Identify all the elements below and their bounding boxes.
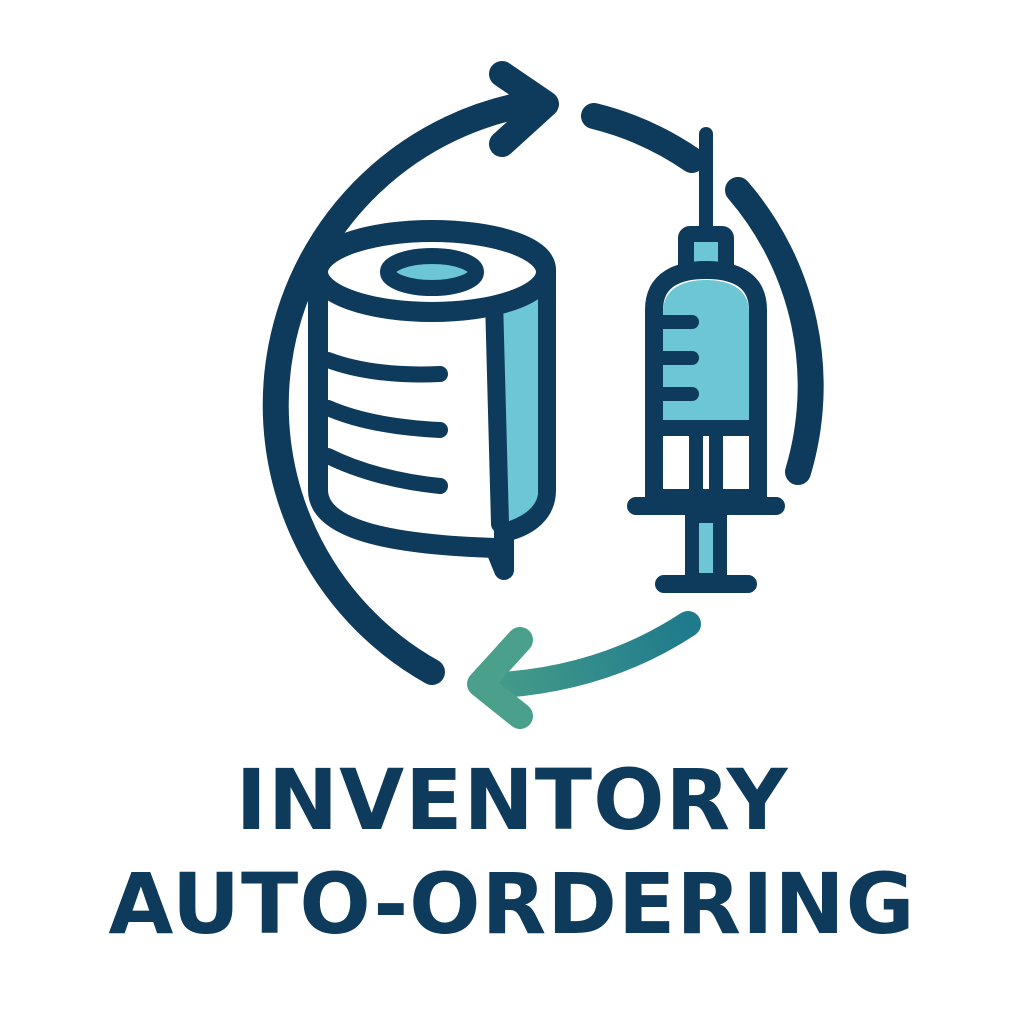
title-line-1: INVENTORY [235, 751, 789, 849]
syringe-icon [627, 127, 785, 593]
right-arc [725, 177, 824, 485]
bottom-arc [471, 611, 701, 699]
title-line-2: AUTO-ORDERING [108, 855, 916, 953]
bottom-arrowhead [467, 627, 533, 729]
circular-refresh-arrows-icon [262, 61, 824, 729]
title-block: INVENTORY AUTO-ORDERING [0, 752, 1024, 952]
bandage-roll-icon [308, 220, 556, 580]
syringe-plunger-rod [685, 509, 727, 587]
top-arrowhead [489, 61, 559, 157]
left-arc [262, 89, 553, 685]
top-right-arc [581, 103, 705, 173]
roll-hole [380, 248, 484, 296]
auto-ordering-emblem [262, 61, 824, 729]
